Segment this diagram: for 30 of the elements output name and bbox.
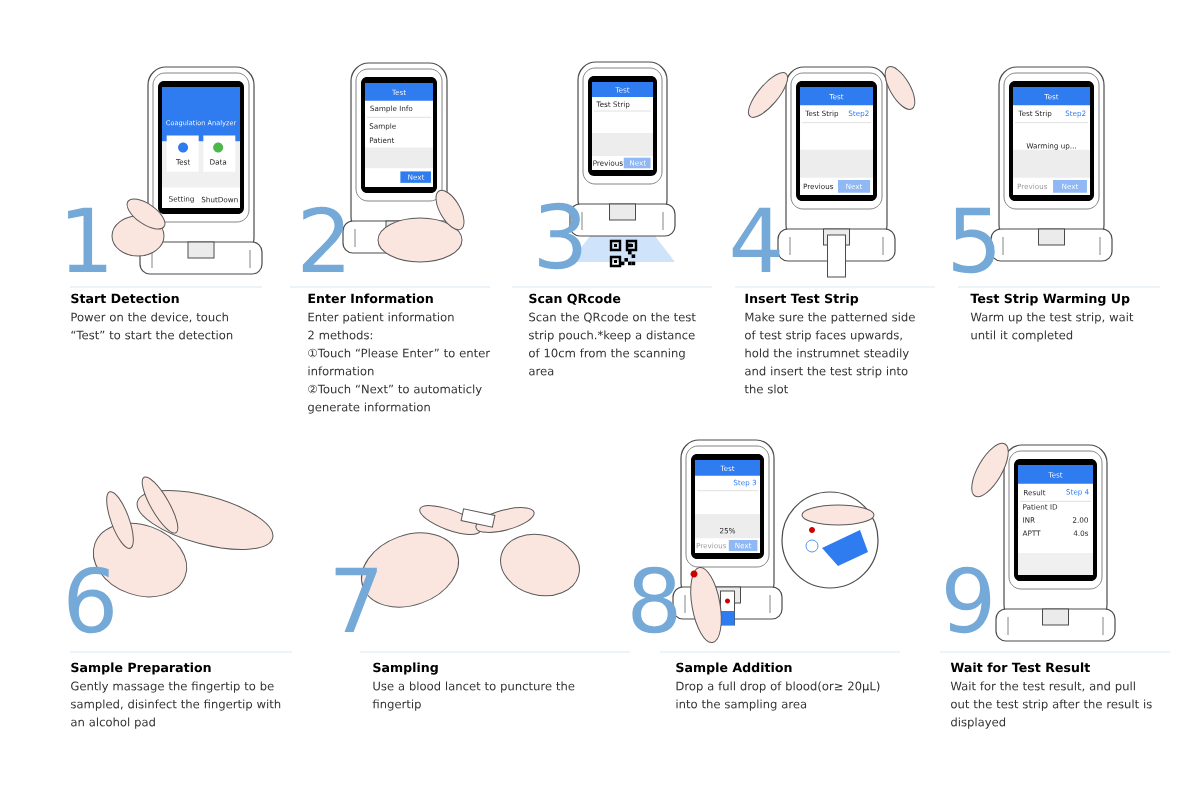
step-title: Wait for Test Result bbox=[950, 662, 1090, 673]
step-number: 1 bbox=[68, 207, 107, 272]
step-description: Warm up the test strip, wait until it completed bbox=[970, 312, 1134, 342]
step-number: 6 bbox=[68, 566, 113, 634]
step-number: 4 bbox=[732, 207, 780, 272]
step-title: Start Detection bbox=[71, 293, 179, 304]
step-description: Drop a full drop of blood(or≥ 20μL) into the sampling area bbox=[676, 681, 880, 711]
step-title: Sample Addition bbox=[676, 662, 792, 675]
step-number: 3 bbox=[539, 202, 582, 270]
step-description: Scan the QRcode on the test strip pouch.*keep a distance of 10cm from the scanning area bbox=[529, 312, 696, 376]
step-description: Gently massage the fingertip to be sampled, disinfect the fingertip with an alcohol pad bbox=[71, 681, 281, 729]
step-title: Enter Information bbox=[308, 293, 433, 304]
step-number: 9 bbox=[945, 566, 991, 634]
step-title: Insert Test Strip bbox=[745, 293, 859, 306]
step-description: Use a blood lancet to puncture the fingertip bbox=[372, 681, 575, 711]
step-number: 8 bbox=[632, 566, 677, 634]
step-description: 2 methods: bbox=[308, 330, 373, 340]
step-number: 2 bbox=[302, 206, 344, 272]
step-description: ①Touch “Please Enter” to enter information bbox=[308, 348, 491, 376]
step-description: ②Touch “Next” to automaticly generate information bbox=[308, 384, 482, 414]
step-description: Power on the device, touch “Test” to start the detection bbox=[71, 312, 233, 340]
step-number: 5 bbox=[953, 207, 995, 274]
step-title: Sampling bbox=[373, 662, 438, 675]
step-title: Scan QRcode bbox=[529, 293, 621, 305]
step-title: Sample Preparation bbox=[71, 662, 211, 675]
step-description: Enter patient information bbox=[308, 312, 454, 324]
step-number: 7 bbox=[335, 567, 377, 632]
step-description: Wait for the test result, and pull out the test strip after the result is displayed bbox=[950, 681, 1152, 729]
step-title: Test Strip Warming Up bbox=[970, 293, 1130, 306]
step-description: Make sure the patterned side of test strip faces upwards, hold the instrumnet steadily and insert the test strip into the slot bbox=[744, 312, 915, 394]
